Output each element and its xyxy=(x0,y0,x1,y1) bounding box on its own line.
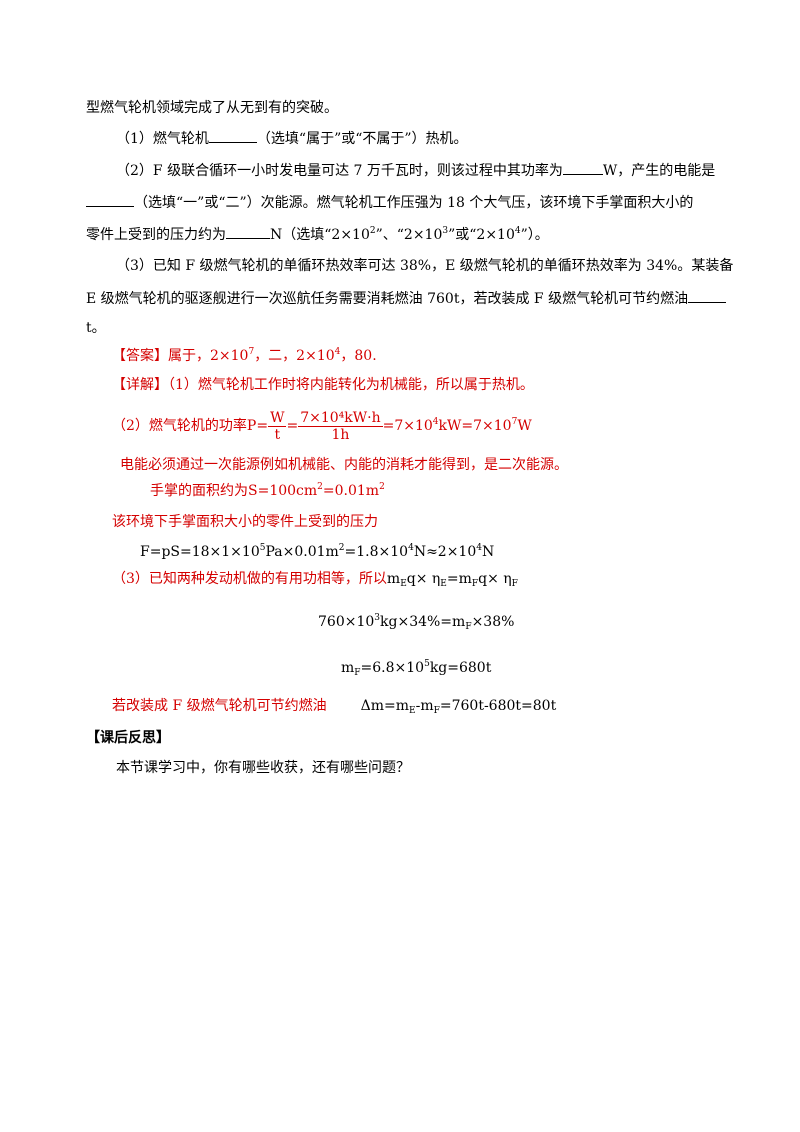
answer-blank xyxy=(226,224,270,239)
question-3-line2: E 级燃气轮机的驱逐舰进行一次巡航任务需要消耗燃油 760t，若改装成 F 级燃… xyxy=(86,288,727,309)
reflection-heading: 【课后反思】 xyxy=(86,730,170,746)
question-3-line1: （3）已知 F 级燃气轮机的单循环热效率可达 38%，E 级燃气轮机的单循环热效… xyxy=(116,258,734,274)
answer-blank xyxy=(562,160,603,175)
question-intro-tail: 型燃气轮机领域完成了从无到有的突破。 xyxy=(86,100,338,116)
detail-line-3: 电能必须通过一次能源例如机械能、内能的消耗才能得到，是二次能源。 xyxy=(120,457,568,473)
detail-line-1: 【详解】（1）燃气轮机工作时将内能转化为机械能，所以属于热机。 xyxy=(112,377,534,393)
detail-force-formula: F=pS=18×1×105Pa×0.01m2=1.8×104N≈2×104N xyxy=(140,543,495,561)
reflection-text: 本节课学习中，你有哪些收获，还有哪些问题？ xyxy=(116,760,410,776)
detail-efficiency-equation: 760×103kg×34%=mF×38% xyxy=(318,613,515,632)
answer-blank xyxy=(208,128,257,143)
answer-blank xyxy=(86,192,134,207)
detail-palm-area: 手掌的面积约为S=100cm2=0.01m2 xyxy=(150,482,385,500)
detail-line-7: （3）已知两种发动机做的有用功相等，所以mEq× ηE=mFq× ηF xyxy=(112,571,518,589)
question-1: （1）燃气轮机（选填“属于”或“不属于”）热机。 xyxy=(116,128,468,149)
detail-label: 【详解】 xyxy=(112,377,168,393)
detail-mass-f: mF=6.8×105kg=680t xyxy=(341,659,492,678)
answer-blank xyxy=(688,288,727,303)
detail-line-5: 该环境下手掌面积大小的零件上受到的压力 xyxy=(112,514,378,530)
question-2-line2: （选填“一”或“二”）次能源。燃气轮机工作压强为 18 个大气压，该环境下手掌面… xyxy=(86,192,693,213)
answer-label: 【答案】 xyxy=(112,348,168,364)
answer-line: 【答案】属于，2×107，二，2×104，80. xyxy=(112,347,377,365)
question-3-line3: t。 xyxy=(86,320,106,336)
